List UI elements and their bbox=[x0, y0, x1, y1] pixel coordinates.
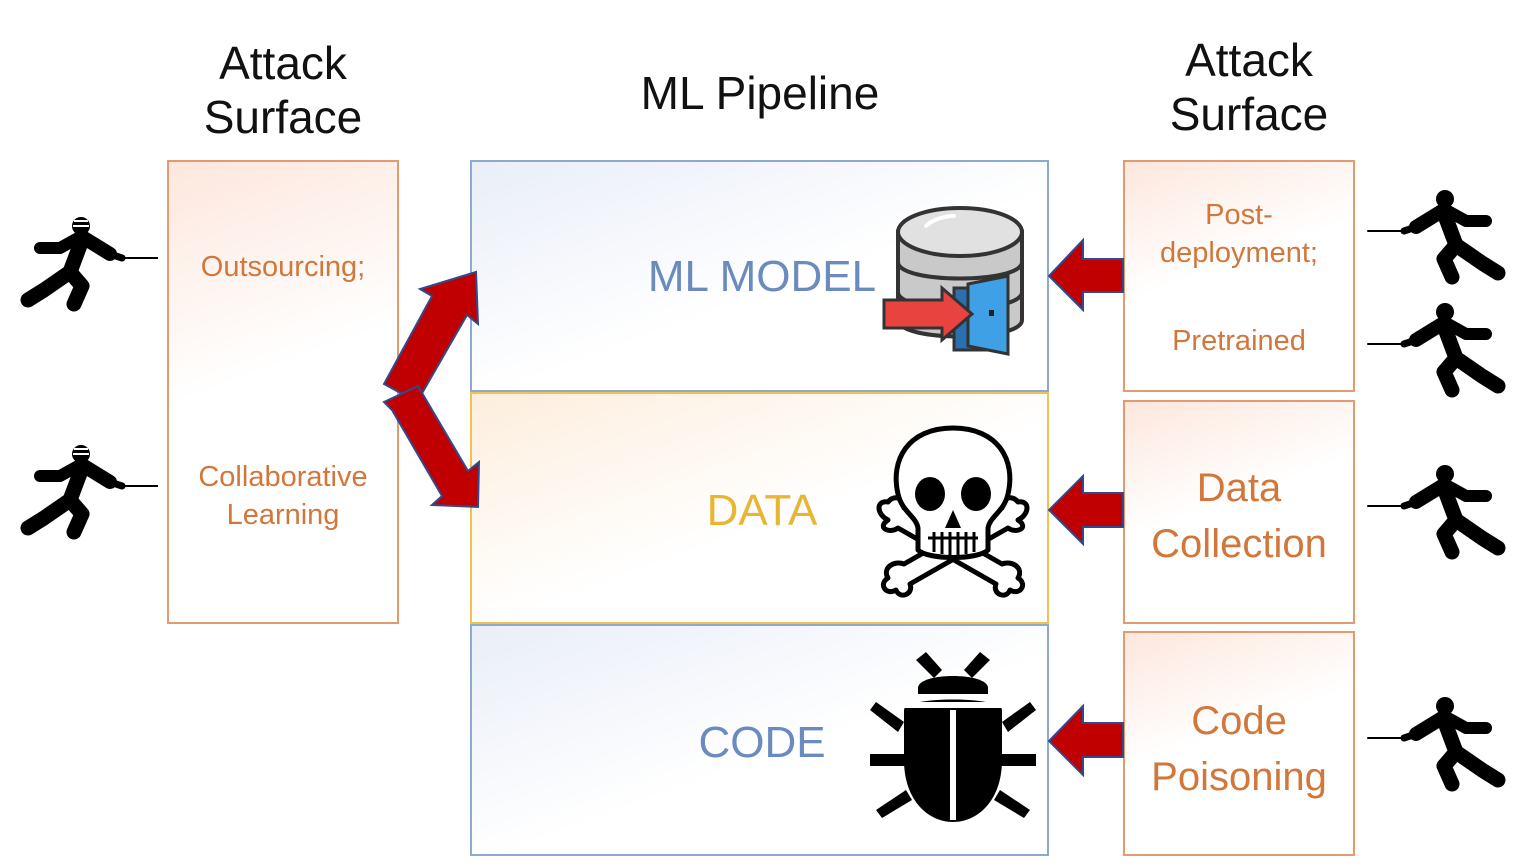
deployment-line: deployment; bbox=[1160, 237, 1318, 270]
left-fencer-icon-2 bbox=[20, 445, 158, 540]
right-attack-surface-title: Attack Surface bbox=[1123, 33, 1375, 142]
right-fencer-icon-3 bbox=[1367, 465, 1506, 560]
database-door-icon bbox=[882, 206, 1024, 356]
post-deployment-label: Post- deployment; bbox=[1125, 196, 1353, 273]
left-attack-surface-title: Attack Surface bbox=[167, 36, 399, 145]
data-collection-line2: Collection bbox=[1151, 522, 1327, 566]
code-poisoning-label: Code Poisoning bbox=[1125, 693, 1353, 805]
collaborative-line1: Collaborative bbox=[198, 461, 368, 493]
left-attack-surface-box: Outsourcing; Collaborative Learning bbox=[167, 160, 399, 624]
left-title-line2: Surface bbox=[203, 91, 363, 144]
right-fencer-icon-4 bbox=[1367, 697, 1506, 792]
arrow-into-data bbox=[1047, 473, 1124, 547]
arrow-to-model bbox=[382, 270, 480, 404]
pipeline-title: ML Pipeline bbox=[640, 67, 880, 119]
code-poisoning-line1: Code bbox=[1191, 699, 1287, 743]
right-data-surface-box: Data Collection bbox=[1123, 400, 1355, 624]
right-fencer-icon-1 bbox=[1367, 190, 1506, 285]
ml-model-label: ML MODEL bbox=[647, 252, 877, 301]
right-code-surface-box: Code Poisoning bbox=[1123, 631, 1355, 856]
code-label: CODE bbox=[698, 718, 826, 767]
left-fencer-icon-1 bbox=[20, 217, 158, 312]
arrow-into-model bbox=[1047, 237, 1124, 313]
data-label: DATA bbox=[706, 486, 818, 535]
right-model-surface-box: Post- deployment; Pretrained bbox=[1123, 160, 1355, 392]
collaborative-line2: Learning bbox=[226, 499, 340, 532]
right-title-line2: Surface bbox=[1169, 88, 1329, 141]
bug-icon bbox=[870, 652, 1036, 822]
left-title-line1: Attack bbox=[219, 37, 347, 89]
right-fencer-icon-2 bbox=[1367, 303, 1506, 398]
pretrained-label: Pretrained bbox=[1172, 325, 1306, 357]
arrow-to-data bbox=[382, 384, 481, 509]
skull-crossbones-icon bbox=[876, 425, 1030, 598]
outsourcing-label: Outsourcing; bbox=[200, 251, 366, 283]
collaborative-learning-label: Collaborative Learning bbox=[169, 458, 397, 535]
data-collection-line1: Data bbox=[1196, 466, 1282, 510]
data-collection-label: Data Collection bbox=[1125, 460, 1353, 572]
right-title-line1: Attack bbox=[1185, 34, 1313, 86]
arrow-into-code bbox=[1047, 703, 1124, 778]
code-poisoning-line2: Poisoning bbox=[1151, 755, 1327, 799]
post-line: Post- bbox=[1205, 199, 1273, 231]
